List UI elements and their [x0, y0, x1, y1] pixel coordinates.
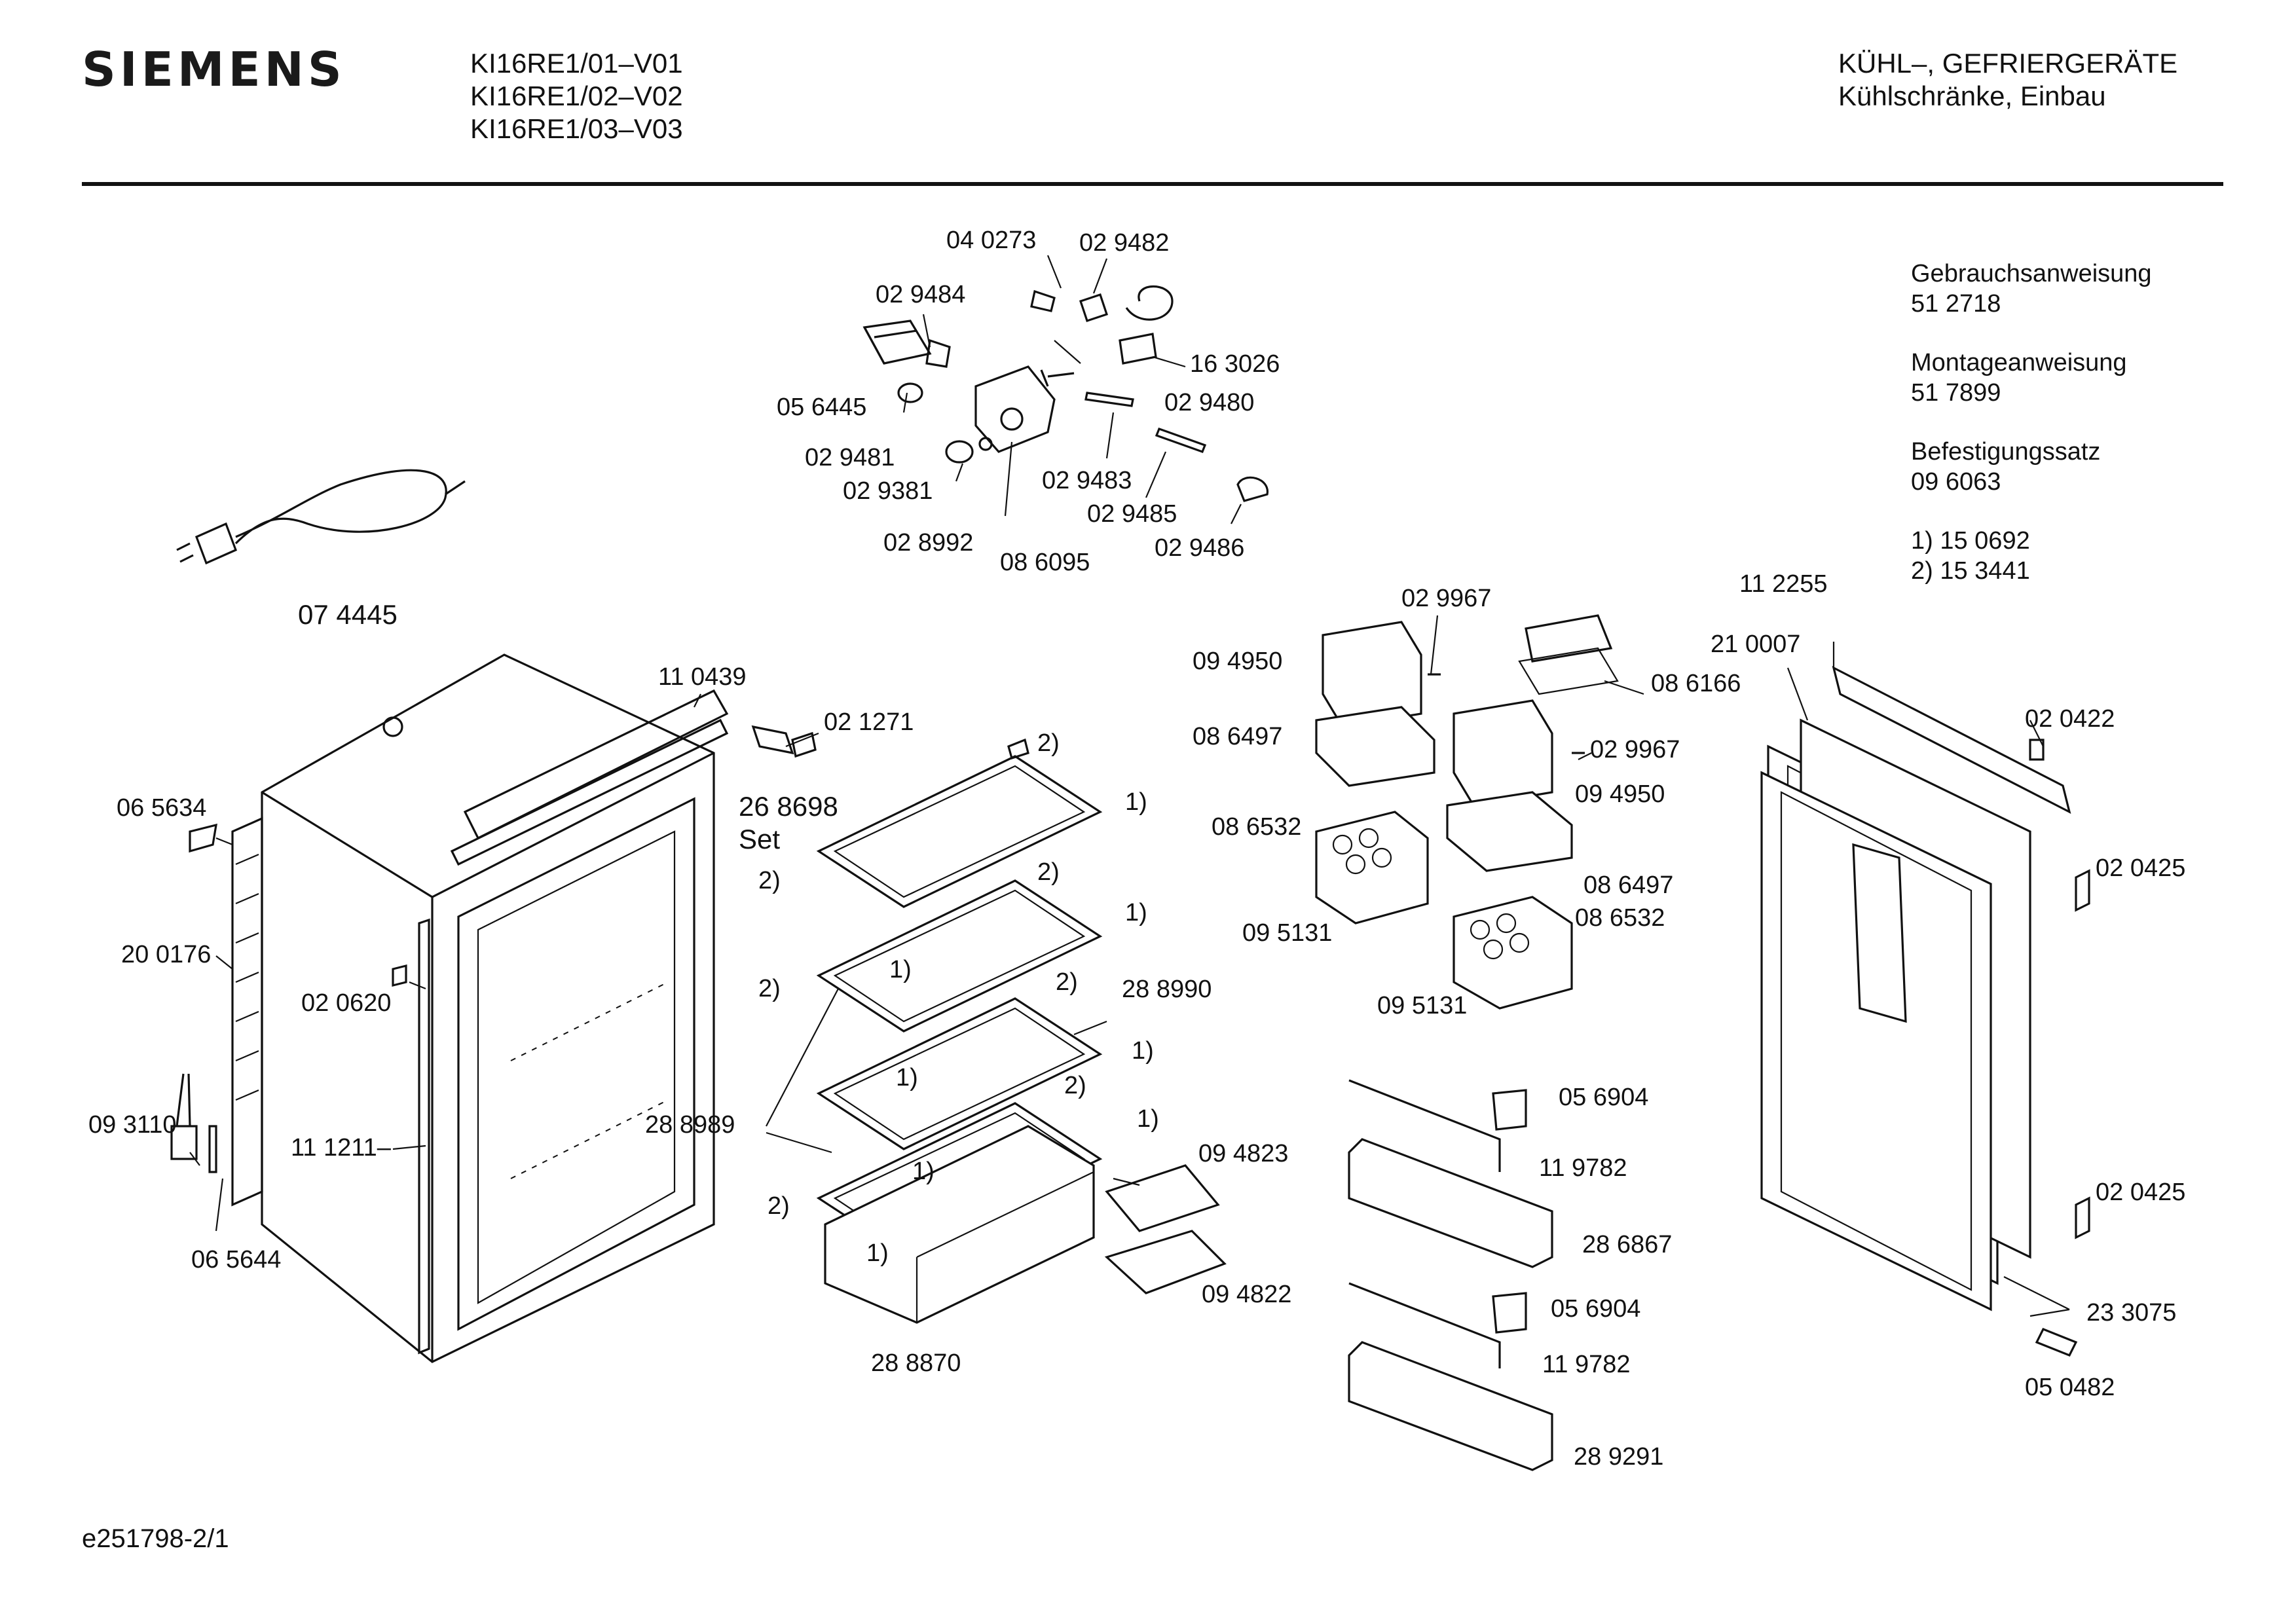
note-marker-2: 2) [1064, 1072, 1086, 1099]
note-marker-2: 2) [1056, 968, 1078, 996]
part-label-288989: 28 8989 [645, 1111, 735, 1139]
part-label-020422: 02 0422 [2025, 705, 2115, 733]
part-label-093110: 09 3110 [88, 1111, 177, 1139]
note-marker-1: 1) [1132, 1037, 1154, 1065]
model-line-2: KI16RE1/02–V02 [470, 81, 683, 111]
part-label-020425-b: 02 0425 [2096, 1179, 2186, 1206]
power-cord-drawing [176, 469, 466, 565]
part-label-029484: 02 9484 [876, 281, 966, 308]
part-label-074445: 07 4445 [298, 599, 398, 630]
thermostat-assembly-drawing [862, 255, 1268, 524]
part-label-086532-a: 08 6532 [1212, 813, 1302, 841]
note-marker-1: 1) [1137, 1105, 1159, 1133]
door-drawing [1760, 642, 2090, 1357]
part-label-029483: 02 9483 [1042, 467, 1132, 494]
part-label-095131-b: 09 5131 [1377, 992, 1468, 1019]
part-label-200176: 20 0176 [121, 941, 212, 968]
doc-montage-label: Montageanweisung [1911, 349, 2127, 376]
note-marker-1: 1) [866, 1239, 889, 1267]
part-label-288990: 28 8990 [1122, 976, 1212, 1003]
header-divider [82, 182, 2223, 186]
part-label-029967-b: 02 9967 [1590, 736, 1680, 763]
part-label-029482: 02 9482 [1079, 229, 1170, 257]
part-label-094950-b: 09 4950 [1575, 780, 1665, 808]
model-line-3: KI16RE1/03–V03 [470, 113, 683, 144]
part-label-065634: 06 5634 [117, 794, 207, 822]
part-label-286867: 28 6867 [1582, 1231, 1673, 1258]
note-marker-1: 1) [1125, 899, 1147, 926]
part-label-029485: 02 9485 [1087, 500, 1177, 528]
part-label-094823: 09 4823 [1198, 1140, 1289, 1167]
drawing-id: e251798-2/1 [82, 1524, 229, 1553]
part-label-095131-a: 09 5131 [1242, 919, 1333, 947]
part-label-021271: 02 1271 [824, 708, 914, 736]
part-label-056904-a: 05 6904 [1559, 1084, 1649, 1111]
part-label-029486: 02 9486 [1155, 534, 1245, 562]
cabinet-body-drawing [170, 653, 819, 1363]
part-label-112255: 11 2255 [1739, 570, 1828, 598]
part-label-056904-b: 05 6904 [1551, 1295, 1641, 1323]
part-label-086532-b: 08 6532 [1575, 904, 1665, 932]
doc-gebrauch-number: 51 2718 [1911, 290, 2001, 318]
part-label-set: Set [739, 824, 781, 854]
note-marker-2: 2) [1037, 729, 1060, 757]
part-label-086166: 08 6166 [1651, 670, 1741, 697]
part-label-110439: 11 0439 [658, 663, 747, 691]
part-label-065644: 06 5644 [191, 1246, 282, 1273]
part-label-094822: 09 4822 [1202, 1281, 1292, 1308]
part-label-163026: 16 3026 [1190, 350, 1280, 378]
part-label-020425-a: 02 0425 [2096, 854, 2186, 882]
note-marker-1: 1) [912, 1158, 935, 1185]
part-label-050482: 05 0482 [2025, 1374, 2115, 1401]
part-label-086497-a: 08 6497 [1193, 723, 1283, 750]
note-marker-1: 1) [889, 956, 912, 983]
doc-montage-number: 51 7899 [1911, 379, 2001, 407]
part-label-040273: 04 0273 [946, 227, 1037, 254]
note-2-reference: 2) 15 3441 [1911, 557, 2030, 585]
note-marker-2: 2) [758, 975, 781, 1002]
part-label-111211: 11 1211– [291, 1134, 391, 1162]
part-label-288870: 28 8870 [871, 1349, 961, 1377]
part-label-233075: 23 3075 [2086, 1299, 2177, 1327]
model-line-1: KI16RE1/01–V01 [470, 48, 683, 79]
part-label-119782-a: 11 9782 [1539, 1154, 1627, 1182]
part-label-086095: 08 6095 [1000, 549, 1090, 576]
part-label-029967-a: 02 9967 [1401, 585, 1492, 612]
part-label-020620: 02 0620 [301, 989, 392, 1017]
doc-befestigung-number: 09 6063 [1911, 468, 2001, 496]
part-label-210007: 21 0007 [1711, 631, 1801, 658]
shelves-drawing [766, 738, 1227, 1324]
doc-gebrauch-label: Gebrauchsanweisung [1911, 260, 2152, 287]
part-label-029481: 02 9481 [805, 444, 895, 471]
brand-logo: SIEMENS [82, 42, 346, 97]
part-label-094950-a: 09 4950 [1193, 648, 1283, 675]
part-label-119782-b: 11 9782 [1542, 1351, 1631, 1378]
doc-befestigung-label: Befestigungssatz [1911, 438, 2101, 466]
note-marker-2: 2) [768, 1192, 790, 1220]
note-marker-1: 1) [1125, 788, 1147, 816]
category-title: KÜHL–, GEFRIERGERÄTE [1838, 48, 2178, 79]
note-1-reference: 1) 15 0692 [1911, 527, 2030, 555]
part-label-029480: 02 9480 [1164, 389, 1255, 416]
part-label-056445: 05 6445 [777, 394, 867, 421]
note-marker-1: 1) [896, 1064, 918, 1091]
category-subtitle: Kühlschränke, Einbau [1838, 81, 2106, 111]
part-label-289291: 28 9291 [1574, 1443, 1664, 1471]
part-label-268698: 26 8698 [739, 791, 838, 822]
part-label-029381: 02 9381 [843, 477, 933, 505]
part-label-086497-b: 08 6497 [1583, 871, 1674, 899]
note-marker-2: 2) [1037, 858, 1060, 886]
door-bins-drawing [1315, 614, 1644, 1471]
part-label-028992: 02 8992 [883, 529, 974, 557]
note-marker-2: 2) [758, 867, 781, 894]
